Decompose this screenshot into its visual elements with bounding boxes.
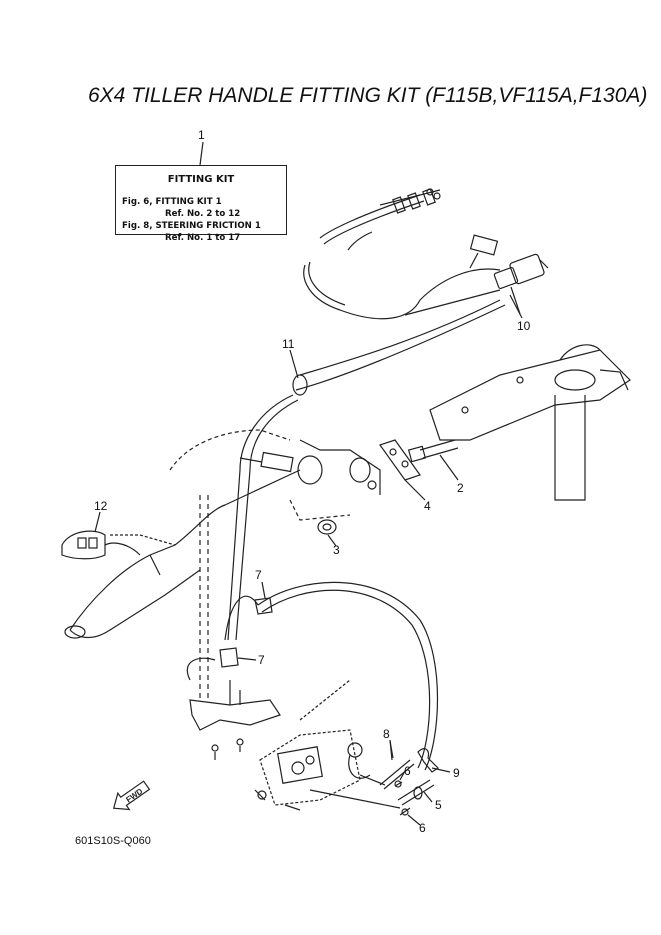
leader-7-upper bbox=[261, 581, 266, 599]
fwd-arrow-icon: FWD bbox=[112, 780, 151, 811]
kit-line-3: Fig. 8, STEERING FRICTION 1 bbox=[122, 221, 261, 231]
kit-line-4: Ref. No. 1 to 17 bbox=[165, 233, 241, 243]
leader-9 bbox=[431, 767, 451, 773]
leader-4 bbox=[404, 479, 426, 501]
leader-6-upper bbox=[399, 770, 406, 781]
clamp-part-7-upper bbox=[254, 597, 273, 615]
bolt-part-2 bbox=[407, 439, 459, 463]
main-connector bbox=[493, 253, 549, 315]
plate-part-4 bbox=[379, 439, 421, 481]
leader-10 bbox=[509, 294, 523, 319]
kit-line-1: Fig. 6, FITTING KIT 1 bbox=[122, 197, 222, 207]
pin-part-6-upper bbox=[394, 780, 403, 788]
rod-part-5 bbox=[397, 779, 435, 806]
callout-6-upper: 6 bbox=[404, 764, 411, 778]
diagram-code: 601S10S-Q060 bbox=[75, 835, 151, 847]
tiller-handle bbox=[64, 429, 381, 639]
switch-part-12 bbox=[61, 530, 141, 560]
tiller-connector bbox=[239, 451, 294, 473]
wire-connector-small bbox=[469, 234, 499, 269]
callout-4: 4 bbox=[424, 499, 431, 513]
callout-8: 8 bbox=[383, 727, 390, 741]
callout-10: 10 bbox=[517, 319, 531, 333]
kit-line-2: Ref. No. 2 to 12 bbox=[165, 209, 241, 219]
callout-11: 11 bbox=[282, 337, 295, 351]
leader-6-lower bbox=[407, 814, 421, 826]
clip-part-9 bbox=[417, 748, 439, 773]
callout-7-upper: 7 bbox=[255, 568, 262, 582]
kit-heading: FITTING KIT bbox=[167, 174, 235, 185]
leader-5 bbox=[423, 791, 433, 803]
callout-7-lower: 7 bbox=[258, 653, 265, 667]
leader-1 bbox=[199, 141, 204, 166]
linkage-line bbox=[309, 789, 401, 809]
steering-bracket bbox=[429, 344, 631, 501]
callout-2: 2 bbox=[457, 481, 464, 495]
callout-6-lower: 6 bbox=[419, 821, 426, 835]
leader-11 bbox=[289, 349, 299, 379]
leader-7-lower bbox=[237, 657, 257, 661]
pin-part-6-lower bbox=[399, 807, 411, 816]
throttle-mechanism bbox=[254, 679, 371, 811]
cable-plug-ends bbox=[392, 188, 441, 214]
nut-part-3 bbox=[317, 519, 337, 535]
fitting-kit-box: FITTING KIT Fig. 6, FITTING KIT 1 Ref. N… bbox=[115, 165, 287, 243]
callout-3: 3 bbox=[333, 543, 340, 557]
linkage-line-2 bbox=[359, 774, 386, 786]
leader-12 bbox=[94, 511, 101, 533]
callout-5: 5 bbox=[435, 798, 442, 812]
callout-12: 12 bbox=[94, 499, 108, 513]
lower-bracket bbox=[189, 680, 281, 760]
leader-8 bbox=[389, 740, 394, 759]
cable-harness bbox=[227, 189, 506, 641]
grommet-part-11 bbox=[292, 374, 308, 396]
leader-3 bbox=[327, 534, 337, 547]
callout-1: 1 bbox=[198, 128, 205, 142]
clamp-part-7-lower bbox=[219, 647, 239, 668]
page-title: 6X4 TILLER HANDLE FITTING KIT (F115B,VF1… bbox=[88, 84, 648, 107]
leader-2 bbox=[439, 454, 459, 481]
callout-9: 9 bbox=[453, 766, 460, 780]
throttle-cable-loop bbox=[186, 581, 439, 771]
